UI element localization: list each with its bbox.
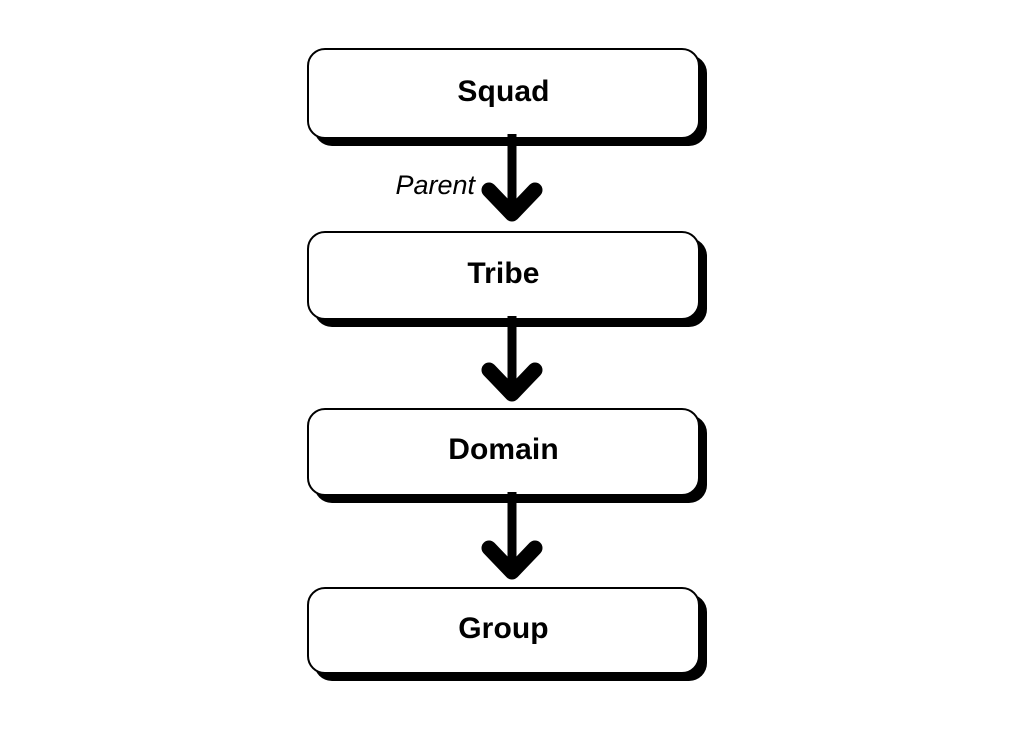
arrowhead-icon (481, 362, 543, 402)
node-label-domain: Domain (448, 433, 559, 466)
edge-domain-to-group (481, 492, 543, 580)
edge-squad-to-tribe (481, 134, 543, 222)
node-tribe[interactable]: Tribe (307, 231, 700, 320)
node-group[interactable]: Group (307, 587, 700, 674)
node-label-group: Group (458, 611, 549, 645)
node-domain[interactable]: Domain (307, 408, 700, 496)
edge-tribe-to-domain (481, 316, 543, 402)
arrowhead-icon (481, 182, 543, 222)
arrowhead-icon (481, 540, 543, 580)
edge-label-parent: Parent (395, 170, 475, 200)
node-squad[interactable]: Squad (307, 48, 700, 139)
node-label-tribe: Tribe (467, 256, 540, 290)
node-label-squad: Squad (457, 74, 550, 108)
